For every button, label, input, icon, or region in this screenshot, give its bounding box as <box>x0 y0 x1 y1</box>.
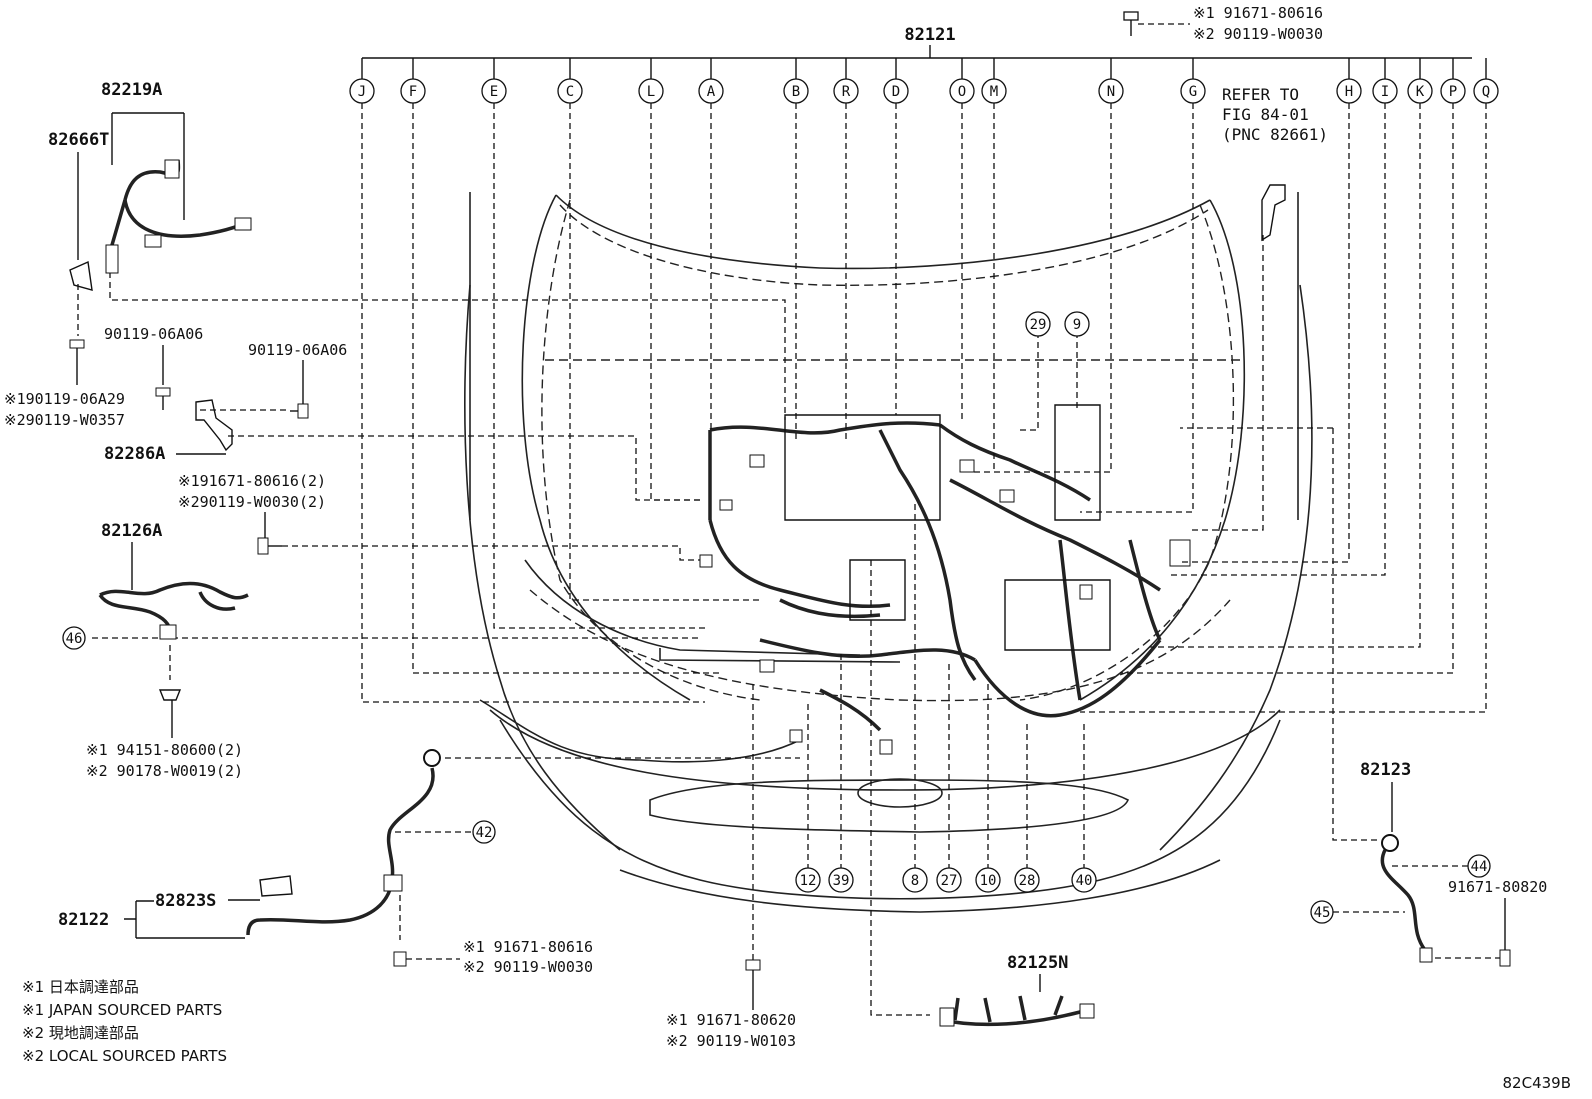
cable-82123-icon <box>1380 834 1433 963</box>
bolt-c2-label[interactable]: ※290119-W0357 <box>4 411 125 429</box>
connector-c-label: C <box>566 84 574 100</box>
part-82122-label[interactable]: 82122 <box>58 910 109 930</box>
top-bolt-note-2[interactable]: ※2 90119-W0030 <box>1193 25 1323 43</box>
connector-k-label: K <box>1416 84 1425 100</box>
connector-p-label: P <box>1449 84 1457 100</box>
connector-r-label: R <box>842 84 851 100</box>
refer-to-line-1: REFER TO <box>1222 85 1299 104</box>
harness-82125N-icon <box>939 995 1095 1027</box>
engine-wire-harness <box>699 404 1191 755</box>
bracket-82122 <box>124 900 245 939</box>
bracket-refer-icon <box>1261 184 1286 242</box>
connector-j-label: J <box>358 84 366 100</box>
bolt-icon-82123 <box>1435 949 1511 967</box>
callout-39-label: 39 <box>833 873 850 889</box>
bolt-icon-left-3 <box>290 403 309 419</box>
callout-28[interactable] <box>1014 867 1040 893</box>
callout-10-label: 10 <box>980 873 997 889</box>
bolt-icon-82122 <box>393 951 460 967</box>
part-82121-label[interactable]: 82121 <box>904 25 955 45</box>
harness-82126A-icon <box>98 581 249 640</box>
leader-lines <box>77 103 1487 1016</box>
numbered-callouts: 29 9 12 39 8 27 10 28 40 <box>795 311 1097 893</box>
note-4: ※2 LOCAL SOURCED PARTS <box>22 1047 227 1065</box>
bolt-icon-left-2 <box>155 387 171 410</box>
bolt-c1-label[interactable]: ※190119-06A29 <box>4 390 125 408</box>
bolt-a-label[interactable]: 90119-06A06 <box>104 325 203 343</box>
bolt-d1-label[interactable]: ※191671-80616(2) <box>178 472 326 490</box>
callout-44-label: 44 <box>1471 859 1488 875</box>
callout-42-label: 42 <box>476 825 493 841</box>
connector-a-label: A <box>707 84 716 100</box>
bolt-b-label[interactable]: 90119-06A06 <box>248 341 347 359</box>
bolt-icon-center <box>745 959 761 1010</box>
callout-12-label: 12 <box>800 873 817 889</box>
callout-9-label: 9 <box>1073 317 1081 333</box>
bracket-82219A <box>111 112 185 220</box>
bolt-icon-left-1 <box>69 339 85 385</box>
callout-9[interactable] <box>1064 311 1090 337</box>
callout-29-label: 29 <box>1030 317 1047 333</box>
part-82123-label[interactable]: 82123 <box>1360 760 1411 780</box>
clip-label-2[interactable]: ※2 90178-W0019(2) <box>86 762 243 780</box>
top-bolt-note-1[interactable]: ※1 91671-80616 <box>1193 4 1323 22</box>
connector-b-label: B <box>792 84 800 100</box>
part-82125N-label[interactable]: 82125N <box>1007 953 1068 973</box>
part-82666T-label[interactable]: 82666T <box>48 130 109 150</box>
bolt-82123-label[interactable]: 91671-80820 <box>1448 878 1547 896</box>
callout-10[interactable] <box>975 867 1001 893</box>
callout-12[interactable] <box>795 867 821 893</box>
clip-icon <box>158 689 182 701</box>
connector-m-label: M <box>990 84 998 100</box>
callout-27[interactable] <box>936 867 962 893</box>
cable-82122-icon <box>246 749 441 936</box>
part-82823S-label[interactable]: 82823S <box>155 891 216 911</box>
callout-27-label: 27 <box>941 873 958 889</box>
callout-42[interactable] <box>472 820 496 844</box>
connector-h-label: H <box>1345 84 1353 100</box>
vehicle-body-outline <box>464 192 1313 913</box>
connector-f-label: F <box>409 84 417 100</box>
top-bolt-icon <box>1123 11 1190 36</box>
callout-39[interactable] <box>828 867 854 893</box>
bolt-center-label-1[interactable]: ※1 91671-80620 <box>666 1011 796 1029</box>
part-82219A-label[interactable]: 82219A <box>101 80 162 100</box>
callout-8-label: 8 <box>911 873 919 889</box>
connector-i-label: I <box>1381 84 1389 100</box>
harness-82219A-icon <box>69 159 252 291</box>
callout-29[interactable] <box>1025 311 1051 337</box>
note-2: ※1 JAPAN SOURCED PARTS <box>22 1001 222 1019</box>
note-3: ※2 現地調達部品 <box>22 1024 139 1042</box>
callout-40-label: 40 <box>1076 873 1093 889</box>
connector-q-label: Q <box>1482 84 1490 100</box>
part-82126A-label[interactable]: 82126A <box>101 521 162 541</box>
connector-e-label: E <box>490 84 498 100</box>
part-82286A-label[interactable]: 82286A <box>104 444 165 464</box>
callout-28-label: 28 <box>1019 873 1036 889</box>
refer-to-line-2[interactable]: FIG 84-01 <box>1222 105 1309 124</box>
bolt-d2-label[interactable]: ※290119-W0030(2) <box>178 493 326 511</box>
callout-46-label: 46 <box>66 631 83 647</box>
connector-n-label: N <box>1107 84 1115 100</box>
bracket-82286A-icon <box>195 399 233 452</box>
callout-8[interactable] <box>902 867 928 893</box>
connector-o-label: O <box>958 84 966 100</box>
figure-code: 82C439B <box>1503 1074 1571 1092</box>
note-1: ※1 日本調達部品 <box>22 978 139 996</box>
bolt-center-label-2[interactable]: ※2 90119-W0103 <box>666 1032 796 1050</box>
connector-g-label: G <box>1189 84 1197 100</box>
bolt-icon-left-4 <box>257 537 282 555</box>
refer-to-line-3[interactable]: (PNC 82661) <box>1222 125 1328 144</box>
callout-45-label: 45 <box>1314 905 1331 921</box>
connector-l-label: L <box>647 84 655 100</box>
connector-d-label: D <box>892 84 900 100</box>
bolt-82122-label-2[interactable]: ※2 90119-W0030 <box>463 958 593 976</box>
callout-40[interactable] <box>1071 867 1097 893</box>
top-bracket <box>362 45 1472 59</box>
bolt-82122-label-1[interactable]: ※1 91671-80616 <box>463 938 593 956</box>
clip-label-1[interactable]: ※1 94151-80600(2) <box>86 741 243 759</box>
callout-46[interactable] <box>62 626 86 650</box>
